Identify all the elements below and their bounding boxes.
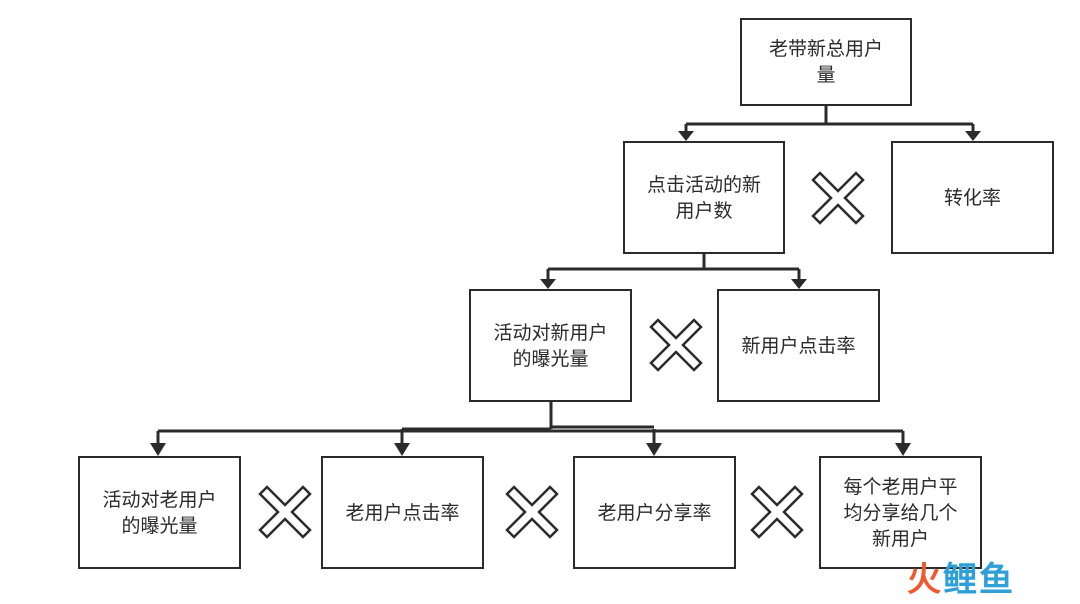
arrowhead (965, 131, 981, 141)
arrowhead (678, 131, 694, 141)
connector-level1 (546, 254, 801, 279)
arrowhead (394, 443, 410, 456)
node-old-click-rate: 老用户点击率 (321, 456, 484, 569)
multiply-icon (811, 171, 865, 225)
watermark-fish-chars: 鲤鱼 (943, 560, 1015, 600)
node-root: 老带新总用户 量 (740, 18, 912, 106)
node-exposure-new: 活动对新用户 的曝光量 (469, 289, 632, 402)
node-new-click-rate: 新用户点击率 (717, 289, 880, 402)
multiply-icon (505, 485, 559, 539)
node-old-share-rate: 老用户分享率 (573, 456, 736, 569)
node-avg-share: 每个老用户平 均分享给几个 新用户 (819, 456, 982, 569)
connector-root (684, 106, 975, 131)
multiply-icon (649, 318, 703, 372)
node-click-new-users: 点击活动的新 用户数 (623, 141, 785, 254)
arrowhead (540, 279, 556, 289)
watermark-fire-char: 火 (907, 560, 943, 600)
arrowhead (791, 279, 807, 289)
arrowhead (150, 443, 166, 456)
node-exposure-old: 活动对老用户 的曝光量 (78, 456, 241, 569)
multiply-icon (750, 485, 804, 539)
multiply-icon (258, 485, 312, 539)
arrowhead (895, 443, 911, 456)
arrowhead (646, 443, 662, 456)
node-conversion: 转化率 (891, 141, 1054, 254)
connector-level2 (156, 402, 905, 443)
watermark-logo: 火鲤鱼 (907, 560, 1015, 600)
